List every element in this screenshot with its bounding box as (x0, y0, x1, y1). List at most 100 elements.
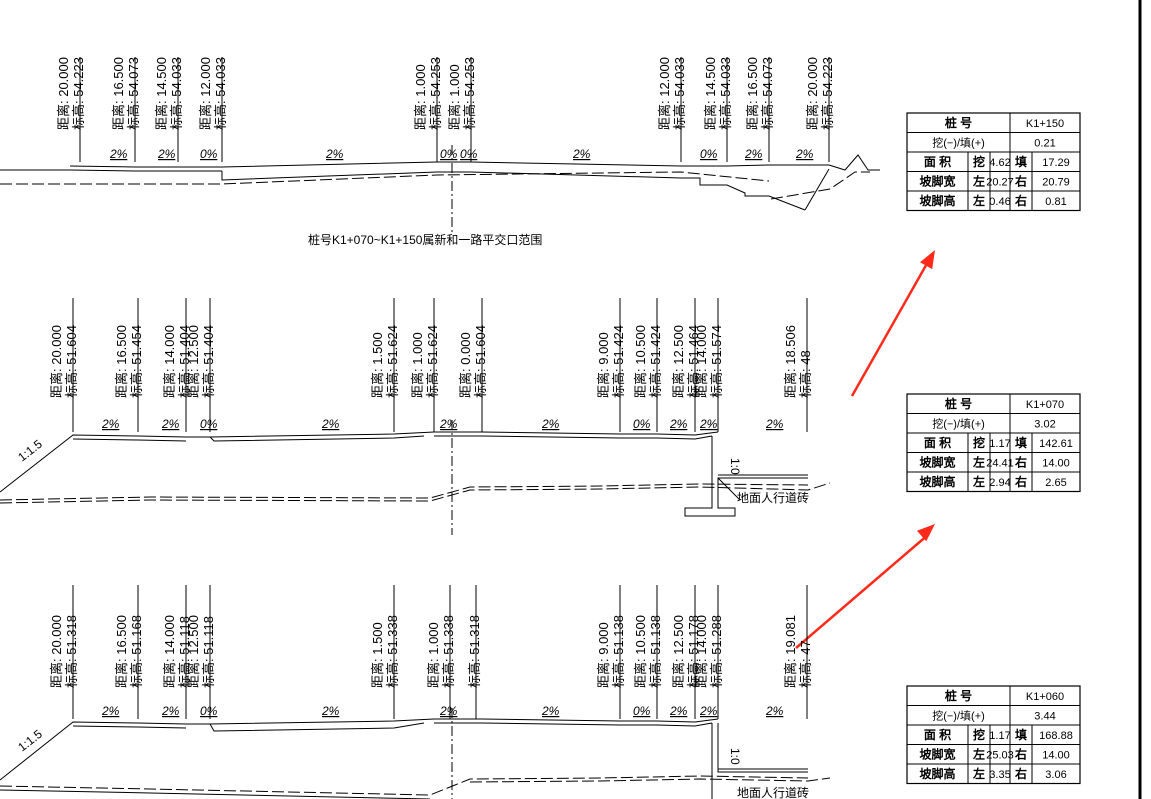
right-label: 右 (1014, 174, 1027, 189)
slope-label: 2% (321, 417, 340, 431)
table-frame (906, 393, 1081, 493)
distance-label: 距离: 1.500 (370, 332, 385, 398)
red-arrow-head (916, 524, 935, 542)
elevation-label: 标高: 54.033 (718, 57, 733, 130)
elevation-label: 标高: 51.288 (709, 615, 724, 688)
slope-label: 2% (699, 704, 718, 718)
elevation-label: 标高: 51.404 (201, 325, 216, 398)
left-label: 左 (972, 174, 985, 189)
distance-label: 距离: 14.000 (694, 325, 709, 398)
distance-label: 距离: 12.500 (186, 325, 201, 398)
distance-label: 距离: 14.000 (694, 615, 709, 688)
distance-label: 距离: 20.000 (56, 57, 71, 130)
section-1-profile (0, 145, 880, 232)
distance-label: 距离: 12.500 (671, 615, 686, 688)
slope-label: 2% (325, 147, 344, 161)
distance-label: 距离: 16.500 (114, 615, 129, 688)
toe-height-header: 坡脚高 (919, 766, 955, 781)
distance-label: 距离: 16.500 (745, 57, 760, 130)
slope-label: 0% (200, 147, 218, 161)
right-label: 右 (1014, 193, 1027, 208)
slope-label: 2% (161, 704, 180, 718)
station-header: 桩 号 (945, 688, 972, 703)
annotation-arrows (795, 250, 935, 649)
toe-height-header: 坡脚高 (919, 474, 955, 489)
elevation-label: 标高: 51.138 (611, 615, 626, 688)
right-label: 右 (1014, 474, 1027, 489)
table-frame (906, 112, 1081, 212)
elevation-label: 标高: 51.624 (425, 325, 440, 398)
area-cut-value: 1.17 (989, 438, 1010, 450)
toe-height-left-value: 2.94 (989, 477, 1010, 489)
area-header: 面 积 (924, 435, 951, 450)
station-header: 桩 号 (945, 396, 972, 411)
cut-label: 挖 (973, 435, 985, 450)
distance-label: 距离: 14.500 (154, 57, 169, 130)
distance-label: 距离: 18.506 (783, 325, 798, 398)
distance-label: 距离: 1.000 (447, 64, 462, 130)
annotation-label: 1:0 (728, 748, 742, 765)
cut-label: 挖 (973, 727, 985, 742)
elevation-label: 标高: 51.168 (129, 615, 144, 688)
area-cut-value: 4.62 (989, 157, 1010, 169)
toe-height-right-value: 0.81 (1045, 196, 1066, 208)
station-value: K1+060 (1026, 691, 1064, 703)
toe-height-right-value: 3.06 (1045, 769, 1066, 781)
station-header: 桩 号 (945, 115, 972, 130)
slope-label: 2% (109, 147, 128, 161)
toe-height-right-value: 2.65 (1045, 477, 1066, 489)
slope-label: 2% (669, 704, 688, 718)
slope-label: 2% (161, 417, 180, 431)
distance-label: 距离: 14.000 (162, 325, 177, 398)
elevation-label: 标高: 51.404 (177, 325, 192, 398)
slope-label: 2% (572, 147, 591, 161)
fill-cut-value: 3.02 (1034, 419, 1055, 431)
right-label: 右 (1014, 747, 1027, 762)
elevation-label: 标高: 51.464 (686, 325, 701, 398)
elevation-label: 标高: 51.424 (648, 325, 663, 398)
elevation-label: 标高: 54.033 (213, 57, 228, 130)
distance-label: 距离: 12.000 (198, 57, 213, 130)
distance-label: 距离: 20.000 (49, 615, 64, 688)
slope-label: 0% (200, 417, 218, 431)
red-arrow-shaft (850, 259, 931, 397)
intersection-range-caption: 桩号K1+070~K1+150属新和一路平交口范围 (308, 232, 542, 247)
slope-label: 2% (321, 704, 340, 718)
station-value: K1+070 (1026, 399, 1064, 411)
toe-width-right-value: 20.79 (1042, 177, 1070, 189)
slope-label: 2% (541, 704, 560, 718)
left-label: 左 (972, 455, 985, 470)
distance-label: 距离: 9.000 (596, 332, 611, 398)
left-label: 左 (972, 193, 985, 208)
right-label: 右 (1014, 455, 1027, 470)
distance-label: 距离: 0.000 (458, 332, 473, 398)
toe-width-header: 坡脚宽 (919, 174, 955, 189)
slope-label: 0% (440, 147, 458, 161)
slope-label: 2% (795, 147, 814, 161)
annotation-label: 1:1.5 (15, 727, 45, 755)
elevation-label: 标高: 51.338 (385, 615, 400, 688)
distance-label: 距离: 1.500 (370, 622, 385, 688)
annotation-label: 地面人行道砖 (737, 785, 809, 799)
elevation-label: 标高: 51.454 (129, 325, 144, 398)
distance-label: 距离: 1.000 (426, 622, 441, 688)
elevation-label: 标高: 54.223 (820, 57, 835, 130)
elevation-label: 标高: 51.318 (64, 615, 79, 688)
red-arrow-head (920, 250, 935, 270)
elevation-label: 标高: 54.033 (672, 57, 687, 130)
annotation-label: 1:0 (728, 458, 742, 475)
elevation-label: 标高: 51.318 (467, 615, 482, 688)
toe-width-header: 坡脚宽 (919, 455, 955, 470)
fill-cut-header: 挖(−)/填(+) (932, 417, 985, 431)
distance-label: 距离: 10.500 (633, 325, 648, 398)
elevation-label: 标高: 54.253 (462, 57, 477, 130)
red-arrow-shaft (795, 533, 930, 649)
fill-cut-value: 3.44 (1034, 711, 1055, 723)
distance-label: 距离: 10.500 (633, 615, 648, 688)
